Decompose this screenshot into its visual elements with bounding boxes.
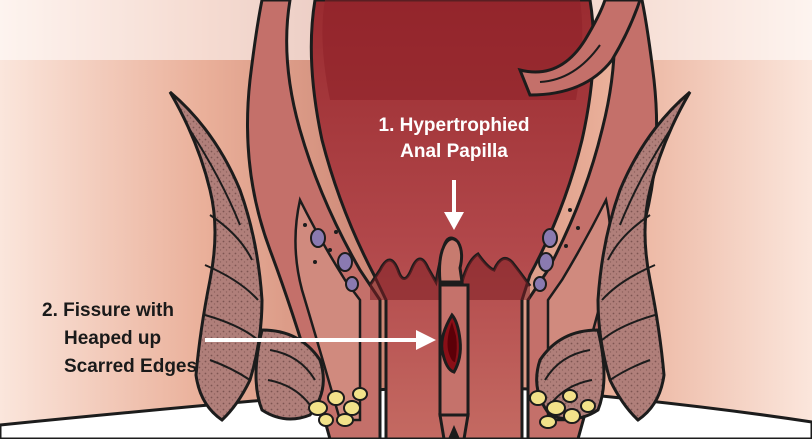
- verge-arrow-icon: [448, 425, 460, 439]
- fissure-label-line1: 2. Fissure with: [42, 300, 174, 321]
- internal-sphincter-left: [294, 196, 362, 422]
- fat-left: [308, 387, 368, 427]
- papilla-label-line2: Anal Papilla: [400, 141, 508, 162]
- upper-right-fold: [517, 0, 642, 97]
- papilla-arrow-icon: [444, 180, 464, 230]
- hypertrophied-papilla: [438, 237, 464, 284]
- fissure-label-line2: Heaped up: [64, 328, 161, 349]
- glands-left: [303, 223, 359, 292]
- external-sphincter-right: [596, 90, 692, 422]
- glands-right: [533, 208, 580, 292]
- fissure-label-line3: Scarred Edges: [64, 356, 197, 377]
- fat-right: [529, 389, 596, 429]
- papilla-label-line1: 1. Hypertrophied: [379, 115, 530, 136]
- fissure-arrow-icon: [205, 330, 436, 350]
